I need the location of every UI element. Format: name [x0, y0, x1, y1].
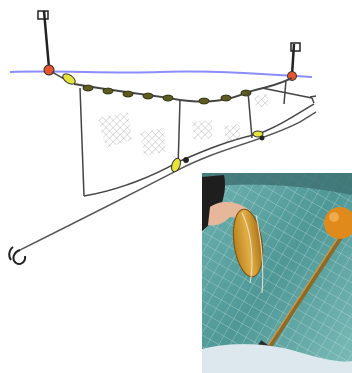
- headrope-float-icon: [143, 93, 153, 99]
- right-end-hook-icon: [310, 96, 316, 103]
- net-panels: [98, 94, 268, 156]
- net-vertical-3: [248, 92, 252, 138]
- headrope-float-icon: [221, 95, 231, 101]
- net-vertical-2: [178, 100, 180, 168]
- left-flag-buoy-icon: [38, 11, 54, 75]
- headrope-float-icon: [199, 98, 209, 104]
- anchor-hook-icon: [9, 247, 25, 264]
- orange-buoy-highlight: [329, 212, 339, 222]
- net-panel-icon: [224, 124, 240, 142]
- headrope-float-icon: [103, 88, 113, 94]
- headrope-floats: [83, 85, 251, 104]
- headrope-float-icon: [83, 85, 93, 91]
- right-headrope-extension: [262, 88, 312, 98]
- net-photo: [202, 173, 352, 373]
- net-panel-icon: [254, 94, 268, 108]
- footrope-weight-icon: [260, 136, 265, 141]
- net-panel-icon: [192, 120, 212, 140]
- headrope-float-icon: [241, 90, 251, 96]
- footrope-weight-icon: [183, 157, 189, 163]
- net-panel-icon: [98, 112, 132, 148]
- net-vertical-1: [80, 88, 84, 196]
- footrope-float-icon: [170, 157, 182, 173]
- headrope-float-icon: [163, 95, 173, 101]
- net-vertical-4: [284, 80, 286, 104]
- right-flag-buoy-icon: [288, 43, 301, 81]
- net-panel-icon: [140, 128, 166, 156]
- headrope-float-icon: [123, 91, 133, 97]
